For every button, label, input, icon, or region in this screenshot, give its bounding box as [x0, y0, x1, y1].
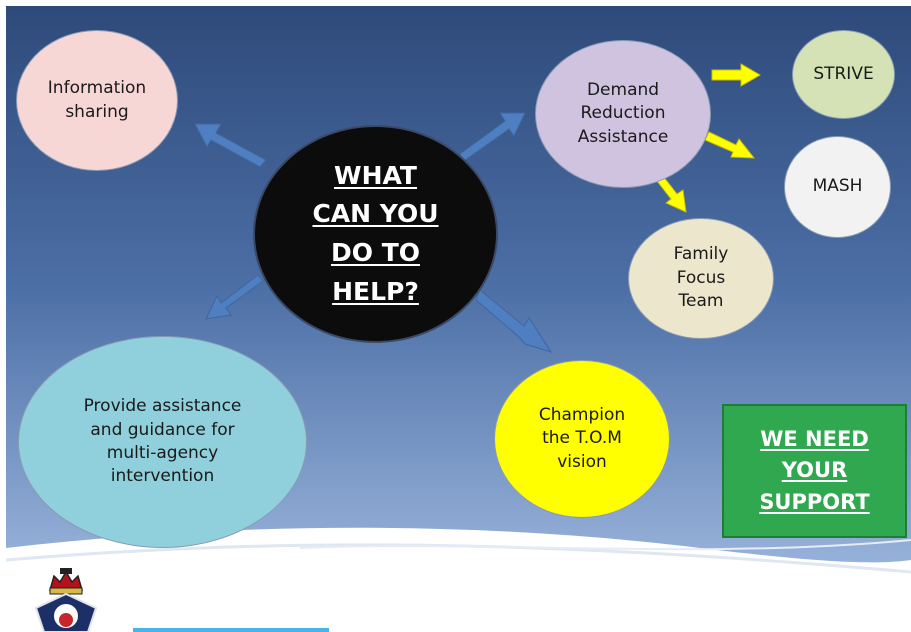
champion-tom-label: Champion the T.O.M vision: [538, 404, 626, 472]
arrow-to-mash: [704, 131, 756, 159]
support-banner: WE NEED YOUR SUPPORT: [722, 404, 907, 538]
support-banner-label: WE NEED YOUR SUPPORT: [759, 426, 870, 514]
provide-assistance-node: Provide assistance and guidance for mult…: [18, 336, 307, 548]
mash-label: MASH: [812, 176, 863, 197]
information-sharing-label: Information sharing: [47, 78, 147, 122]
information-sharing-node: Information sharing: [16, 30, 178, 171]
mash-node: MASH: [784, 136, 891, 238]
champion-tom-node: Champion the T.O.M vision: [494, 360, 670, 518]
family-focus-label: Family Focus Team: [673, 244, 729, 312]
family-focus-node: Family Focus Team: [628, 218, 774, 339]
center-question-label: WHAT CAN YOU DO TO HELP?: [312, 160, 439, 306]
arrow-to-champion-tom: [475, 289, 553, 353]
provide-assistance-label: Provide assistance and guidance for mult…: [83, 396, 242, 487]
strive-label: STRIVE: [813, 63, 874, 84]
arrow-to-provide-assistance: [205, 274, 264, 320]
demand-reduction-node: Demand Reduction Assistance: [535, 40, 711, 188]
logo-strip: [133, 628, 329, 632]
police-crest-logo: [34, 568, 98, 632]
center-question-node: WHAT CAN YOU DO TO HELP?: [253, 125, 498, 343]
demand-reduction-label: Demand Reduction Assistance: [577, 79, 669, 147]
arrow-to-demand-reduction: [459, 112, 526, 162]
strive-node: STRIVE: [792, 30, 895, 119]
wave-line-2: [299, 539, 911, 551]
arrow-to-family-focus: [656, 175, 687, 213]
arrow-to-information-sharing: [194, 123, 267, 168]
arrow-to-strive: [711, 63, 761, 87]
